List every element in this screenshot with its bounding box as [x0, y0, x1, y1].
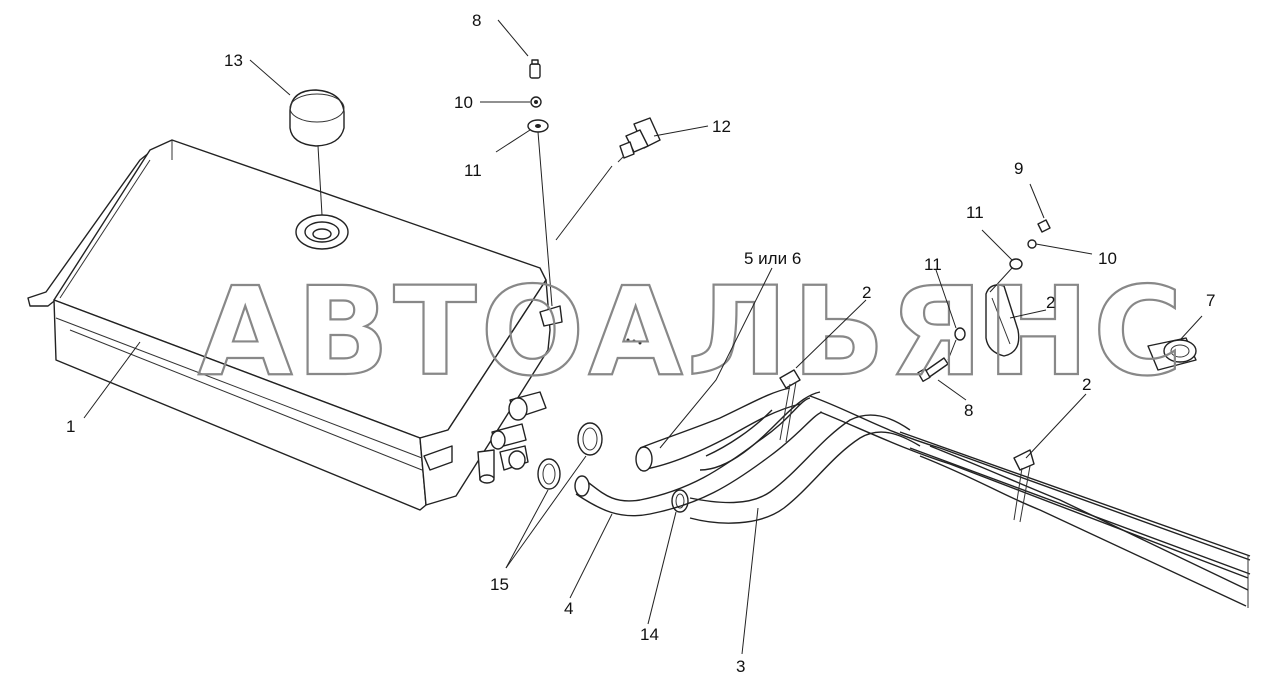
callout-11-left: 11 — [464, 161, 482, 180]
callout-2-right: 2 — [1046, 293, 1055, 312]
callout-leaders — [83, 19, 1203, 655]
hose-clamps — [537, 422, 689, 513]
callout-2-upper: 2 — [862, 283, 871, 302]
fuel-tank — [27, 139, 642, 511]
callout-5-or-6: 5 или 6 — [744, 249, 801, 268]
callout-7: 7 — [1206, 291, 1215, 310]
callout-13: 13 — [224, 51, 243, 70]
callout-11-right-mid: 11 — [924, 255, 942, 274]
clamp-brackets — [779, 284, 1035, 523]
level-sensor — [555, 117, 661, 241]
callout-11-right-top: 11 — [966, 203, 984, 222]
callout-10-left: 10 — [454, 93, 473, 112]
callout-8-top: 8 — [472, 11, 481, 30]
callout-3: 3 — [736, 657, 745, 676]
filler-cap — [289, 89, 345, 216]
callout-9: 9 — [1014, 159, 1023, 178]
callout-12: 12 — [712, 117, 731, 136]
callout-14: 14 — [640, 625, 659, 644]
callout-10-right: 10 — [1098, 249, 1117, 268]
watermark-text: АВТОАЛЬЯНС — [198, 261, 1187, 403]
fuel-lines — [574, 387, 1251, 608]
callout-1: 1 — [66, 417, 75, 436]
callout-15: 15 — [490, 575, 509, 594]
callout-2-lower: 2 — [1082, 375, 1091, 394]
bolt-washer-stack — [527, 59, 553, 307]
callout-8-right: 8 — [964, 401, 973, 420]
callout-labels: 13 8 10 11 12 1 5 или 6 2 2 2 9 10 11 11… — [66, 11, 1215, 676]
callout-4: 4 — [564, 599, 573, 618]
pipe-clip — [1147, 337, 1197, 371]
